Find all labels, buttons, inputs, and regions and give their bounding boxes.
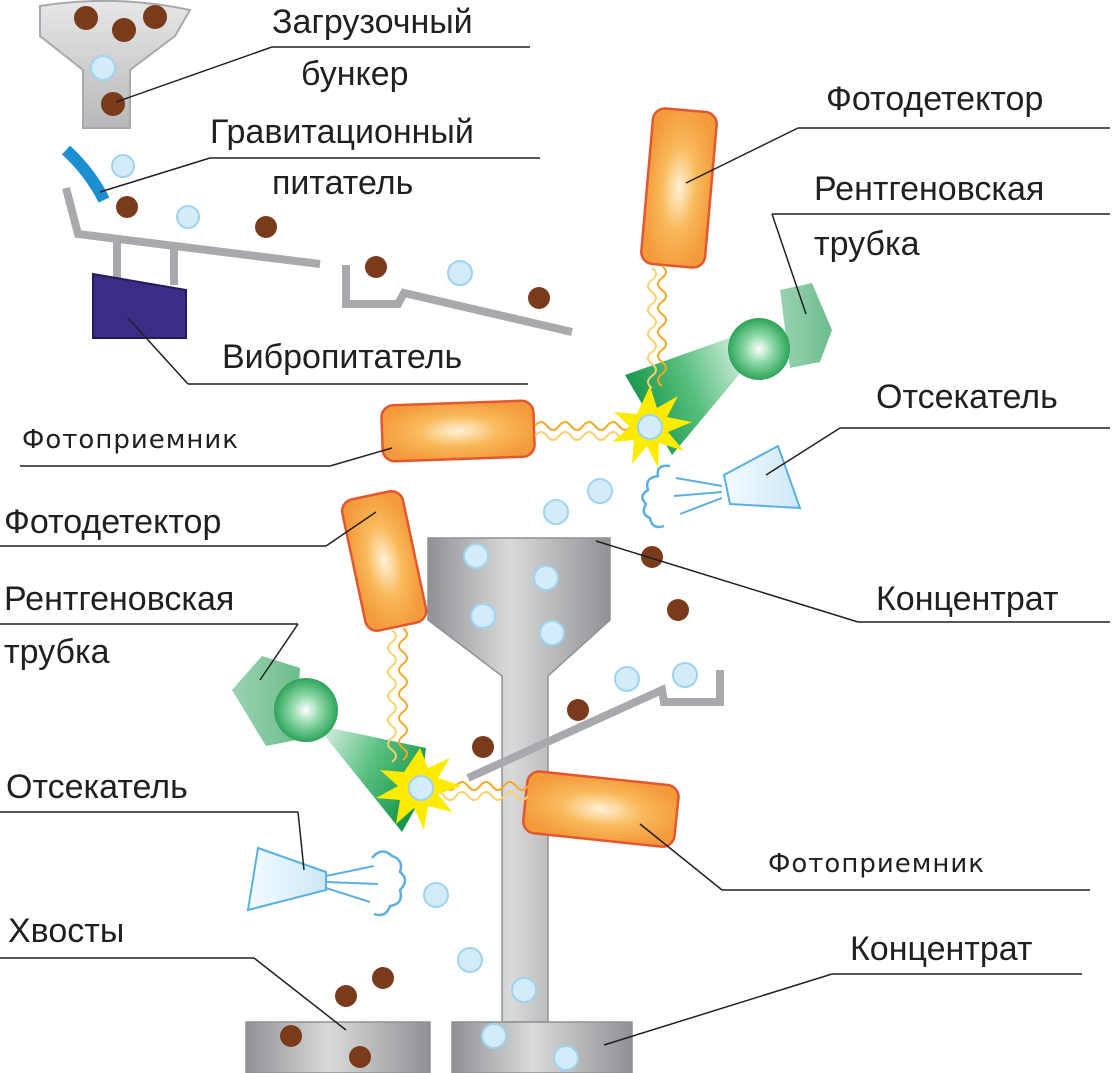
label-photodetector-top: Фотодетектор xyxy=(826,80,1043,118)
label-ejector-left: Отсекатель xyxy=(6,768,188,806)
ejector-left xyxy=(246,846,407,917)
mineral-particle xyxy=(111,154,135,178)
label-xray-tube-top-line2: трубка xyxy=(814,225,920,263)
concentrate-funnel xyxy=(427,537,611,1023)
label-hopper-line2: бункер xyxy=(301,55,409,93)
ore-particle xyxy=(116,196,138,218)
leader-line xyxy=(603,973,833,1046)
leader-line xyxy=(297,811,305,871)
ore-particle xyxy=(365,256,387,278)
label-hopper-line1: Загрузочный xyxy=(272,3,473,41)
ejector-top xyxy=(641,444,802,529)
label-xray-tube-left-line1: Рентгеновская xyxy=(4,580,234,618)
signal-wave xyxy=(657,265,667,387)
loading-hopper xyxy=(39,0,192,129)
air-jet-icon xyxy=(371,850,407,917)
mineral-particle xyxy=(539,620,565,646)
gravity-feeder-chute xyxy=(61,145,110,203)
leader-line xyxy=(329,447,393,467)
leader-line xyxy=(259,623,299,681)
photodetector-left xyxy=(340,489,428,632)
ore-particle xyxy=(255,216,277,238)
mineral-particle xyxy=(408,775,434,801)
mineral-particle xyxy=(511,977,537,1003)
label-xray-tube-left-line2: трубка xyxy=(4,633,110,671)
mineral-particle xyxy=(553,1045,579,1071)
xray-tube-left xyxy=(232,656,426,832)
mineral-particle xyxy=(637,414,663,440)
leader-line xyxy=(765,427,841,476)
photoreceiver-right xyxy=(522,770,680,848)
ore-particle xyxy=(335,985,357,1007)
signal-wave xyxy=(647,267,657,389)
label-concentrate-bottom: Концентрат xyxy=(850,930,1032,968)
ore-particle xyxy=(74,6,98,30)
signal-wave xyxy=(431,791,529,801)
leader-line xyxy=(771,213,807,315)
label-gravity-feeder-line2: питатель xyxy=(272,164,413,202)
ore-particle xyxy=(280,1025,302,1047)
label-vibro-feeder: Вибропитатель xyxy=(222,338,462,376)
ore-particle xyxy=(472,736,494,758)
ore-particle xyxy=(372,967,394,989)
mineral-particle xyxy=(176,205,200,229)
label-photoreceiver-left: Фотоприемник xyxy=(22,425,239,455)
mineral-particle xyxy=(463,543,489,569)
mineral-particle xyxy=(447,260,473,286)
mineral-particle xyxy=(457,947,483,973)
label-xray-tube-top-line1: Рентгеновская xyxy=(814,170,1044,208)
concentrate-bin xyxy=(451,1021,633,1073)
ore-particle xyxy=(667,599,689,621)
label-ejector-top: Отсекатель xyxy=(876,378,1058,416)
mineral-particle xyxy=(672,662,698,688)
label-photoreceiver-right: Фотоприемник xyxy=(768,849,985,879)
mineral-particle xyxy=(90,55,116,81)
mineral-particle xyxy=(481,1023,507,1049)
ore-particle xyxy=(112,18,136,42)
label-photodetector-left: Фотодетектор xyxy=(4,503,221,541)
leader-line xyxy=(595,540,859,623)
signal-wave xyxy=(398,627,408,761)
leader-line xyxy=(685,127,799,184)
ore-particle xyxy=(567,699,589,721)
ore-particle xyxy=(528,287,550,309)
signal-wave xyxy=(534,421,644,431)
leader-line xyxy=(99,157,211,193)
feeder-chute xyxy=(342,265,573,336)
mineral-particle xyxy=(543,499,569,525)
xray-beam xyxy=(316,725,426,832)
ore-particle xyxy=(349,1046,371,1068)
xray-tube-head xyxy=(728,318,790,380)
mineral-particle xyxy=(423,882,449,908)
mineral-particle xyxy=(470,603,496,629)
leader-line xyxy=(639,823,723,891)
label-concentrate-top: Концентрат xyxy=(876,580,1058,618)
ore-particle xyxy=(641,546,663,568)
air-jet-icon xyxy=(641,464,671,529)
vibro-feeder xyxy=(62,186,321,339)
label-tailings: Хвосты xyxy=(8,912,124,950)
leader-line xyxy=(115,46,273,103)
lower-chute xyxy=(466,670,724,782)
mineral-particle xyxy=(587,478,613,504)
mineral-particle xyxy=(533,565,559,591)
photoreceiver-top-station xyxy=(380,399,536,463)
leader-line xyxy=(253,957,347,1031)
leader-line xyxy=(127,317,189,385)
photodetector-top xyxy=(640,107,718,269)
label-gravity-feeder-line1: Гравитационный xyxy=(210,113,474,151)
xray-tube-head xyxy=(274,678,338,742)
ore-particle xyxy=(101,92,125,116)
signal-wave xyxy=(387,629,397,763)
mineral-particle xyxy=(614,666,640,692)
ore-particle xyxy=(143,5,167,29)
leader-line xyxy=(325,511,377,547)
tailings-bin xyxy=(245,1021,431,1073)
vibro-feeder-block xyxy=(92,272,187,339)
